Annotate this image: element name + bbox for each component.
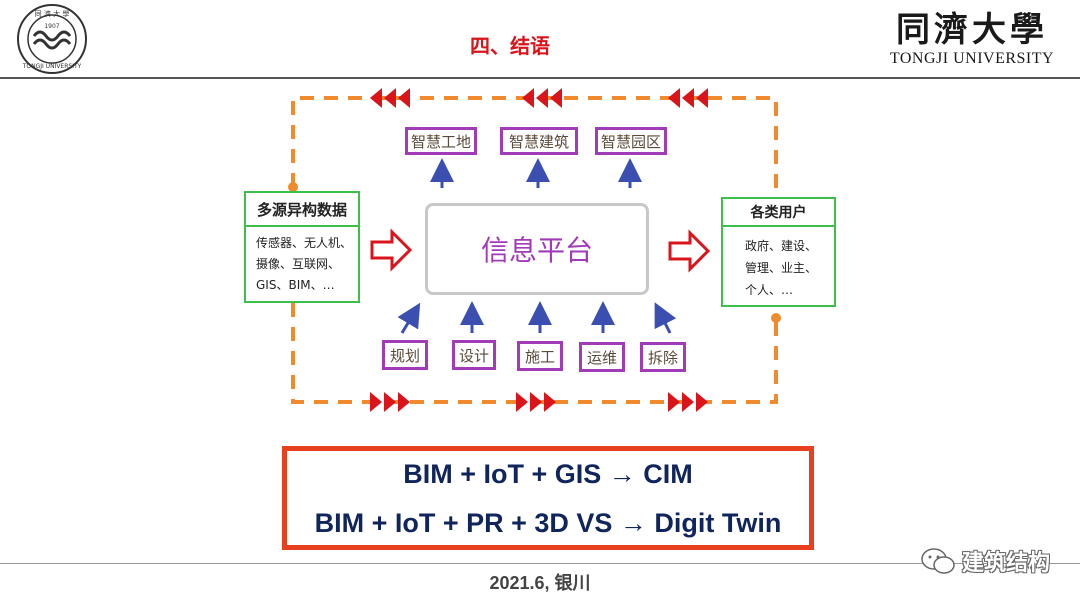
wechat-icon bbox=[921, 548, 955, 574]
information-platform: 信息平台 bbox=[425, 203, 649, 295]
brand-chinese-name: 同濟大學 bbox=[896, 10, 1048, 50]
header-divider bbox=[0, 77, 1080, 79]
slide-title: 四、结语 bbox=[470, 34, 550, 58]
lifecycle-stage-box: 施工 bbox=[517, 341, 563, 371]
users-panel: 各类用户 政府、建设、 管理、业主、 个人、… bbox=[721, 197, 836, 307]
source-line: GIS、BIM、… bbox=[256, 278, 335, 292]
smart-app-box: 智慧工地 bbox=[405, 127, 477, 155]
smart-app-box: 智慧建筑 bbox=[500, 127, 578, 155]
diagram-connectors bbox=[288, 88, 781, 412]
multi-source-data-panel: 多源异构数据 传感器、无人机、 摄像、互联网、 GIS、BIM、… bbox=[244, 191, 360, 303]
lifecycle-stage-box: 规划 bbox=[382, 340, 428, 370]
equation-digital-twin: BIM + IoT + PR + 3D VS → Digit Twin bbox=[314, 508, 782, 538]
users-panel-title: 各类用户 bbox=[723, 199, 834, 227]
users-line: 个人、… bbox=[745, 283, 794, 297]
smart-app-box: 智慧园区 bbox=[595, 127, 667, 155]
bottom-loop-dot bbox=[771, 313, 781, 323]
bottom-chevrons bbox=[370, 392, 708, 412]
lifecycle-stage-box: 设计 bbox=[452, 340, 496, 370]
university-seal-logo: 同 濟 大 學 1907 TONGJI UNIVERSITY bbox=[2, 2, 102, 76]
users-line: 政府、建设、 bbox=[745, 239, 818, 253]
output-arrow bbox=[668, 229, 711, 273]
equation-cim: BIM + IoT + GIS → CIM bbox=[403, 459, 693, 489]
seal-year: 1907 bbox=[44, 23, 59, 30]
seal-bottom-text: TONGJI UNIVERSITY bbox=[22, 63, 82, 70]
source-panel-title: 多源异构数据 bbox=[246, 193, 358, 227]
university-brand: 同濟大學 TONGJI UNIVERSITY bbox=[872, 10, 1072, 68]
users-line: 管理、业主、 bbox=[745, 261, 818, 275]
top-chevrons bbox=[370, 88, 708, 108]
arrow-from-stage-5 bbox=[654, 302, 677, 334]
arrow-from-stage-1 bbox=[397, 302, 421, 334]
footer-divider bbox=[0, 563, 1080, 564]
date-location: 2021.6, 银川 bbox=[489, 573, 591, 593]
source-line: 传感器、无人机、 bbox=[256, 236, 353, 250]
seal-top-text: 同 濟 大 學 bbox=[35, 9, 70, 18]
watermark-text: 建筑结构 bbox=[961, 551, 1050, 576]
brand-english-name: TONGJI UNIVERSITY bbox=[889, 50, 1055, 67]
input-arrow bbox=[370, 228, 413, 272]
top-loop-dot bbox=[288, 182, 298, 192]
source-line: 摄像、互联网、 bbox=[256, 257, 341, 271]
wechat-watermark: 建筑结构 bbox=[920, 545, 1050, 577]
lifecycle-stage-box: 拆除 bbox=[640, 342, 686, 372]
lifecycle-stage-box: 运维 bbox=[579, 342, 625, 372]
equation-box: BIM + IoT + GIS → CIM BIM + IoT + PR + 3… bbox=[282, 446, 814, 550]
